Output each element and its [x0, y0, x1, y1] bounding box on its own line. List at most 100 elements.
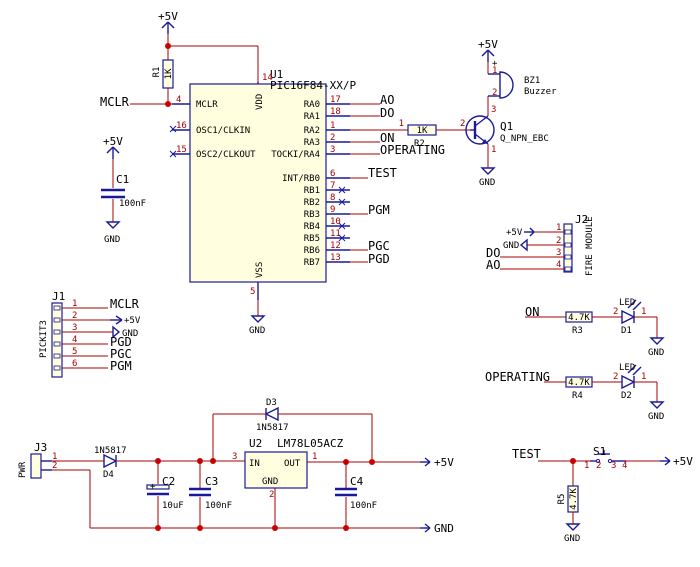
bz1-buzzer: 1 2 BZ1 Buzzer + [492, 59, 557, 99]
j1-net-mclr: MCLR [110, 297, 140, 311]
net-label-operating-right: OPERATING [485, 370, 550, 384]
r5-resistor: 4.7K R5 [557, 485, 579, 513]
gnd-arrow-rail: GND [420, 522, 454, 535]
svg-text:S1: S1 [593, 445, 606, 458]
svg-text:R3: R3 [572, 326, 583, 336]
svg-text:+5V: +5V [103, 135, 123, 148]
svg-text:10uF: 10uF [162, 501, 184, 511]
svg-text:1: 1 [641, 372, 646, 382]
svg-text:1N5817: 1N5817 [94, 446, 127, 456]
j2-net-ao: AO [486, 258, 500, 272]
net-label-ao: AO [380, 93, 394, 107]
svg-text:GND: GND [648, 348, 664, 358]
svg-text:2: 2 [613, 372, 618, 382]
c1-capacitor: C1 100nF [101, 173, 146, 209]
junction [272, 525, 278, 531]
j2-pin-number: 2 [556, 236, 561, 246]
svg-text:VSS: VSS [255, 262, 265, 278]
j1-pin-slot [53, 305, 61, 311]
d2-led: LED D2 [619, 363, 642, 401]
svg-text:GND: GND [479, 178, 495, 188]
j1-pin-slot [53, 341, 61, 347]
net-label-pgm: PGM [368, 203, 390, 217]
u1-pin-name: MCLR [196, 100, 218, 110]
no-connect-osc2 [169, 150, 177, 158]
svg-text:LM78L05ACZ: LM78L05ACZ [277, 437, 344, 450]
s1-switch: S1 1 2 3 4 [584, 445, 627, 471]
u1-pin-name: RB5 [304, 234, 320, 244]
svg-text:C4: C4 [350, 475, 364, 488]
svg-text:2: 2 [52, 461, 57, 471]
junction [343, 525, 349, 531]
j2-pin-slot [564, 266, 572, 272]
svg-text:+5V: +5V [478, 38, 498, 51]
u1-pin-name: RB6 [304, 246, 320, 256]
svg-text:1: 1 [492, 66, 497, 76]
gnd-symbol-q1: GND [479, 167, 496, 188]
no-connect-rb1 [338, 186, 346, 194]
svg-text:+: + [150, 482, 156, 492]
svg-text:5: 5 [250, 287, 255, 297]
svg-text:100nF: 100nF [205, 501, 232, 511]
u1-pin-name: RA3 [304, 138, 320, 148]
u1-pin-name: RB1 [304, 186, 320, 196]
svg-text:J1: J1 [52, 290, 65, 303]
junction [155, 525, 161, 531]
svg-text:D4: D4 [103, 470, 114, 480]
net-label-do: DO [380, 106, 394, 120]
c2-capacitor: + C2 10uF [146, 475, 184, 511]
svg-text:BZ1: BZ1 [524, 76, 540, 86]
u1-pin-number: 9 [330, 205, 335, 215]
u1-pin-name: OSC2/CLKOUT [196, 150, 256, 160]
svg-text:C1: C1 [116, 173, 129, 186]
u1-pin-number: 15 [176, 145, 187, 155]
svg-text:U1: U1 [270, 68, 283, 81]
d3-diode: D3 1N5817 [256, 398, 289, 433]
svg-text:1K: 1K [164, 68, 174, 79]
svg-text:4.7K: 4.7K [568, 313, 590, 323]
svg-text:+5V: +5V [124, 316, 141, 326]
u1-pin-name: RB2 [304, 198, 320, 208]
svg-text:100nF: 100nF [119, 199, 146, 209]
svg-text:2: 2 [269, 490, 274, 500]
vcc-symbol-j2: +5V [506, 227, 535, 238]
u1-pin-number: 11 [330, 229, 341, 239]
u1-pin-number: 4 [176, 95, 181, 105]
net-label-pgd: PGD [368, 252, 390, 266]
u1-pin-number: 1 [330, 121, 335, 131]
no-connect-rb2 [338, 198, 346, 206]
svg-text:GND: GND [249, 326, 265, 336]
u1-pin-number: 7 [330, 181, 335, 191]
j2-pin-slot [564, 229, 572, 235]
svg-text:R4: R4 [572, 391, 583, 401]
vcc-arrow-u2: +5V [420, 456, 454, 469]
svg-text:D1: D1 [621, 326, 632, 336]
c4-capacitor: C4 100nF [335, 475, 377, 511]
gnd-symbol-r5: GND [564, 523, 581, 544]
svg-text:FIRE MODULE: FIRE MODULE [585, 216, 595, 276]
vcc-symbol-bz1: +5V [478, 38, 498, 62]
svg-text:C3: C3 [205, 475, 218, 488]
svg-text:PIC16F84-XX/P: PIC16F84-XX/P [270, 79, 356, 92]
u1-pin-name: OSC1/CLKIN [196, 126, 250, 136]
net-label-pgc: PGC [368, 239, 390, 253]
net-label-operating: OPERATING [380, 143, 445, 157]
r4-resistor: 4.7K R4 [565, 376, 593, 401]
svg-text:D2: D2 [621, 391, 632, 401]
j2-pin-number: 4 [556, 260, 561, 270]
svg-text:+5V: +5V [158, 10, 178, 23]
gnd-symbol-c1: GND [104, 221, 121, 245]
u1-microcontroller: U1 PIC16F84-XX/P 14 VDD 5 VSS [189, 68, 356, 300]
svg-text:+5V: +5V [673, 455, 693, 468]
svg-text:Q1: Q1 [500, 120, 513, 133]
c3-capacitor: C3 100nF [189, 475, 232, 511]
u1-pin-name: RA2 [304, 126, 320, 136]
net-label-test: TEST [368, 166, 397, 180]
svg-text:J2: J2 [575, 213, 588, 226]
no-connect-rb4 [338, 222, 346, 230]
svg-text:14: 14 [262, 73, 273, 83]
svg-text:GND: GND [648, 412, 664, 422]
j1-net-pgm: PGM [110, 359, 132, 373]
no-connect-rb5 [338, 234, 346, 242]
